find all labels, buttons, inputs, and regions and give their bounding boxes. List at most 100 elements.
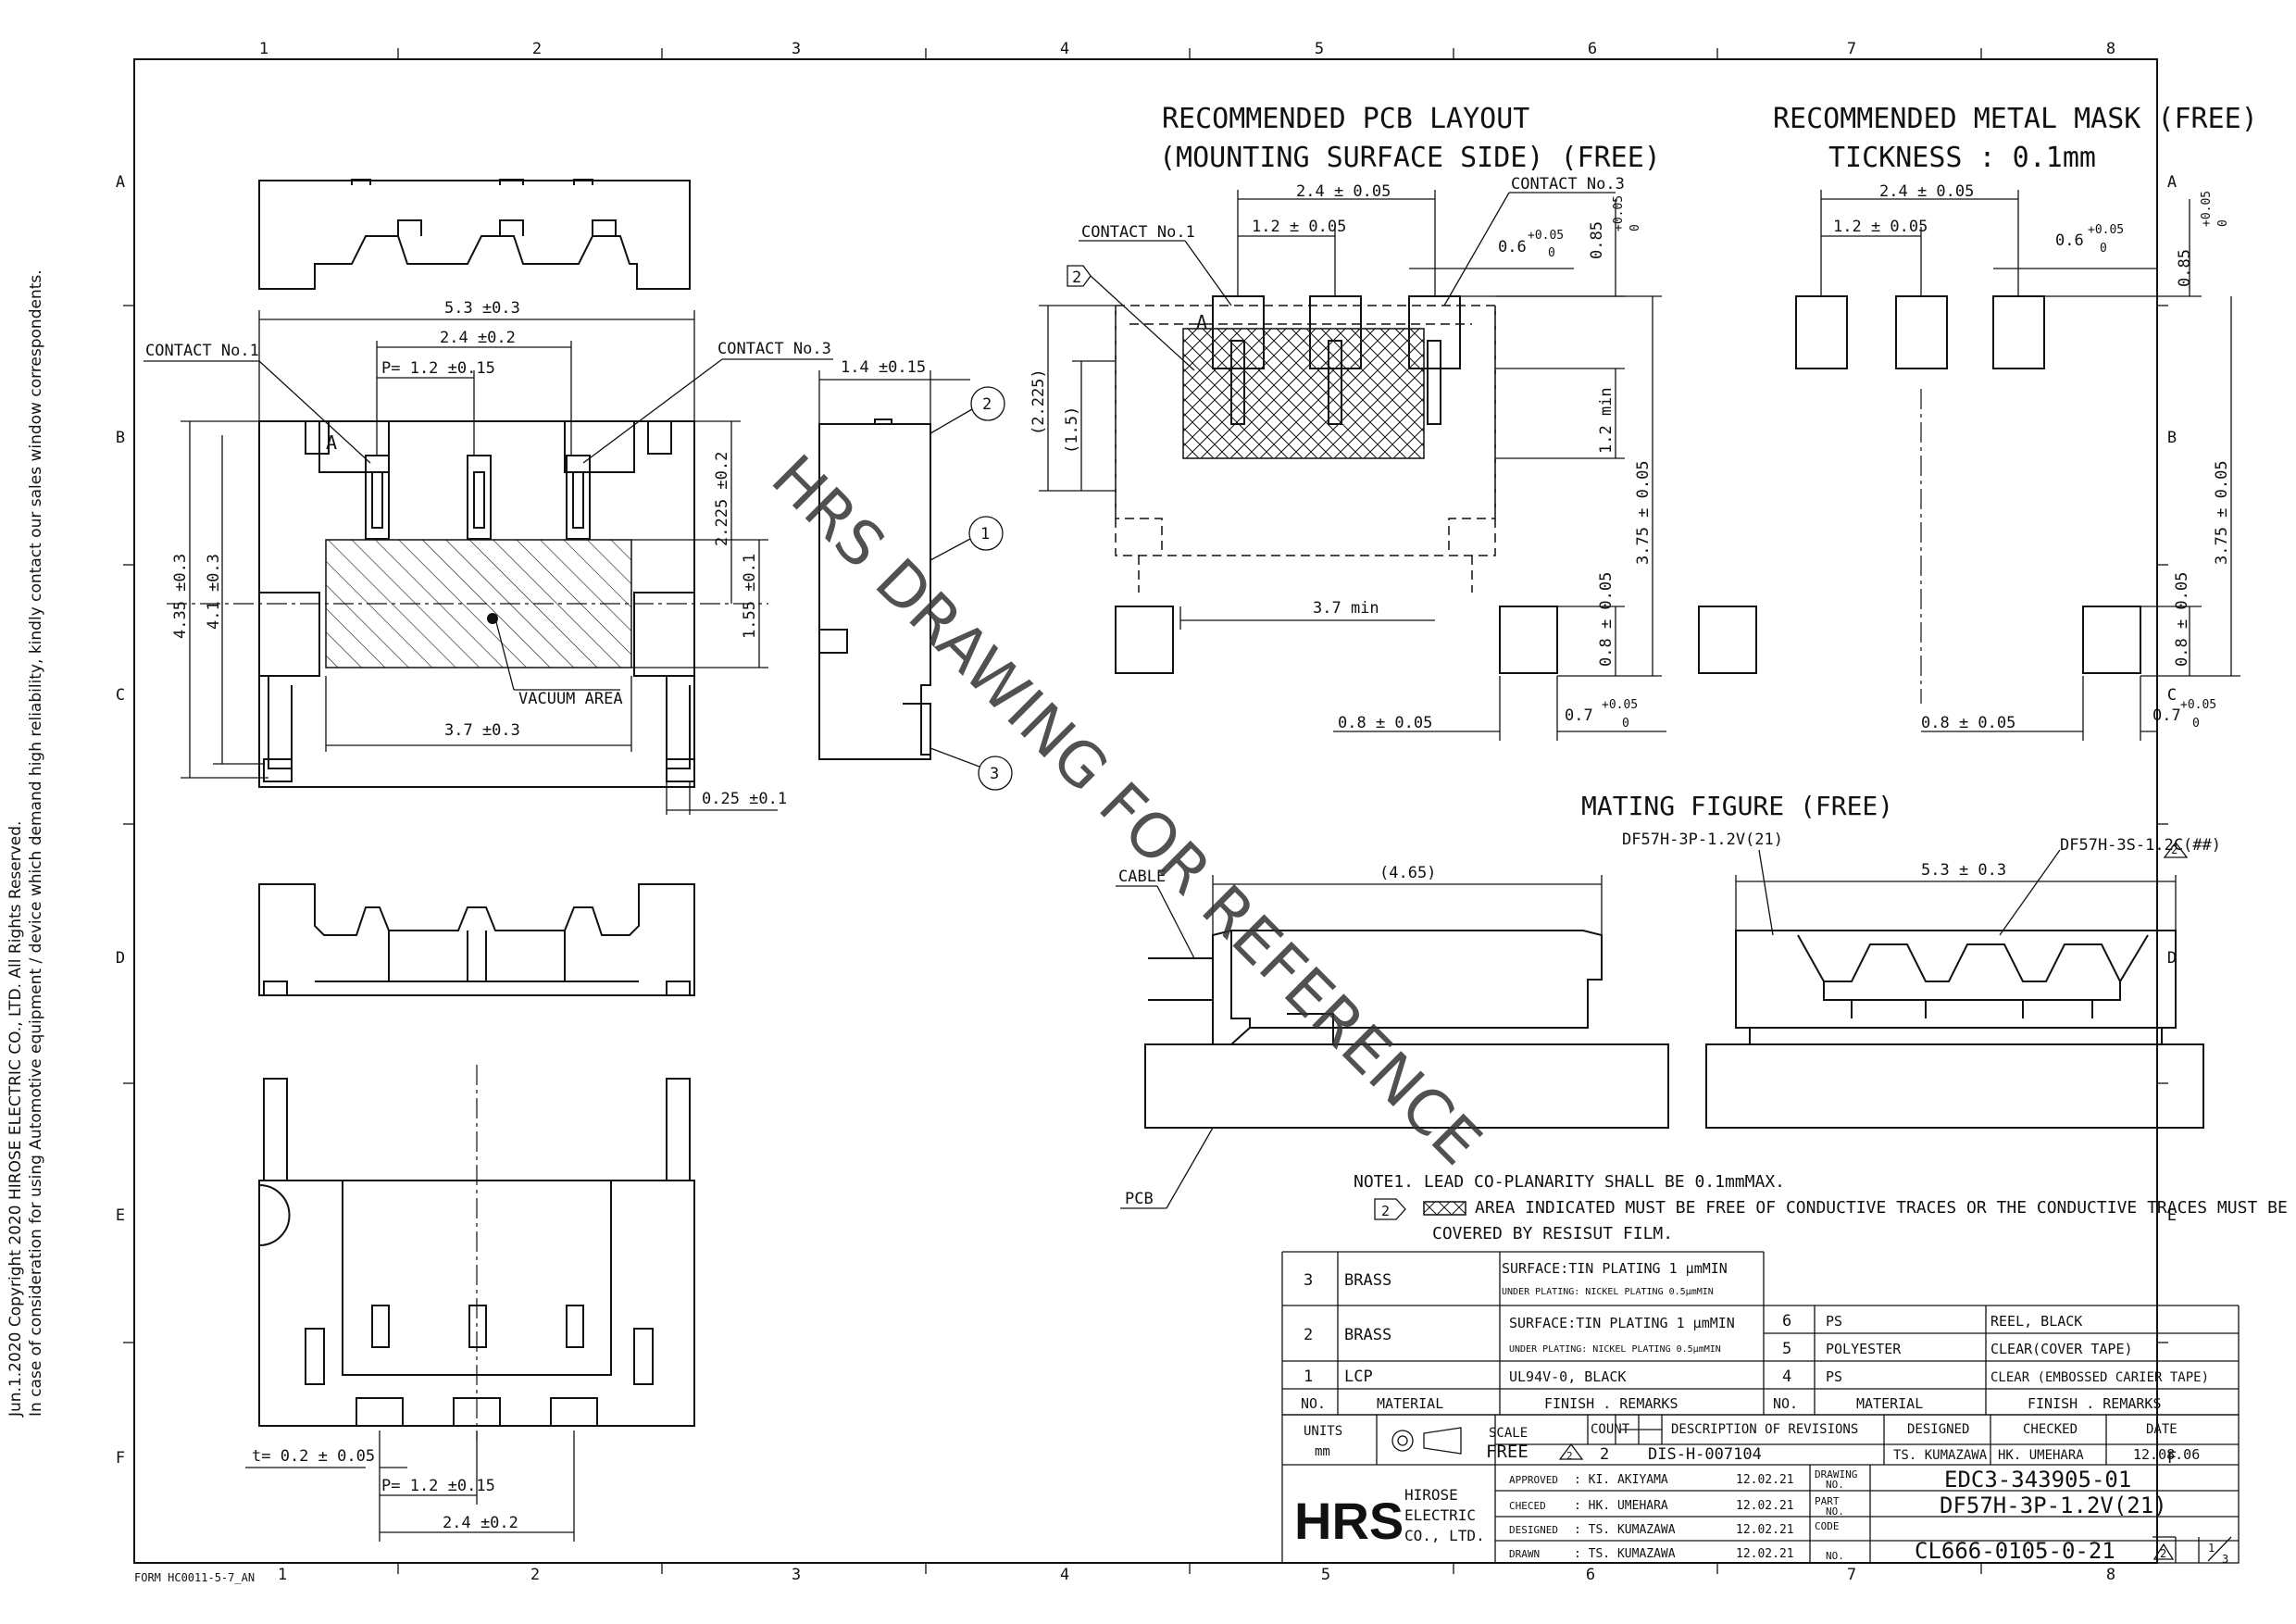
vacuum-center-dot — [487, 613, 498, 624]
mask-dim-1-2: 1.2 ± 0.05 — [1833, 218, 1928, 236]
company-line3: CO., LTD. — [1404, 1527, 1485, 1544]
bom-no: 2 — [1304, 1326, 1313, 1344]
sheet-num: 1 — [2208, 1542, 2215, 1555]
mating-dim-4-65: (4.65) — [1379, 864, 1436, 882]
revision-desc-value: DIS-H-007104 — [1648, 1445, 1762, 1464]
mask-dim-0-7: 0.7 — [2152, 706, 2181, 725]
column-ticks — [123, 48, 2168, 1574]
units-symbols-icon — [1391, 1427, 1462, 1455]
bom-material: PS — [1826, 1368, 1842, 1385]
sheet-rev: 2 — [2160, 1547, 2166, 1560]
approval-date: 12.02.21 — [1736, 1499, 1794, 1513]
dim-pitch-bottom: P= 1.2 ±0.15 — [381, 1477, 495, 1495]
col-label: 6 — [1588, 40, 1597, 58]
keepout-area — [1182, 328, 1425, 459]
row-label: E — [116, 1206, 125, 1225]
bom-header-no: NO. — [1301, 1395, 1326, 1412]
pcb-dim-3-7min: 3.7 min — [1313, 599, 1379, 618]
mask-dim-2-4: 2.4 ± 0.05 — [1879, 182, 1974, 201]
col-label: 5 — [1321, 1566, 1330, 1584]
col-label: 3 — [792, 1566, 801, 1584]
part-no: DF57H-3P-1.2V(21) — [1940, 1493, 2167, 1518]
checked-value: HK. UMEHARA — [1998, 1448, 2084, 1463]
company-line2: ELECTRIC — [1404, 1506, 1476, 1524]
pcb-tol-0-7b: 0 — [1622, 717, 1629, 731]
side-notice: Jun.1.2020 Copyright 2020 HIROSE ELECTRI… — [6, 269, 45, 1418]
bom-no: 1 — [1304, 1368, 1313, 1386]
code-no: CL666-0105-0-21 — [1915, 1538, 2115, 1564]
pcb-dim-0-85: 0.85 — [1588, 221, 1606, 259]
bom-finish: CLEAR (EMBOSSED CARIER TAPE) — [1990, 1370, 2209, 1385]
code-no-label: CODE — [1815, 1520, 1840, 1532]
scale-label: SCALE — [1489, 1426, 1528, 1441]
note2-flag-icon — [1374, 1198, 1406, 1220]
rev-triangle-icon — [2152, 1543, 2175, 1560]
mask-dim-0-8v: 0.8 ± 0.05 — [2173, 572, 2191, 667]
bom-header-material: MATERIAL — [1856, 1395, 1923, 1412]
mating-part-left: DF57H-3P-1.2V(21) — [1622, 831, 1783, 849]
bom-material: BRASS — [1344, 1326, 1391, 1344]
approval-date: 12.02.21 — [1736, 1523, 1794, 1537]
watermark: HRS DRAWING FOR REFERENCE — [758, 442, 1495, 1179]
row-label: A — [116, 173, 125, 192]
part-no-label-2: NO. — [1826, 1505, 1844, 1518]
rev-triangle-icon — [2163, 841, 2189, 858]
approval-role: DESIGNED — [1509, 1524, 1558, 1536]
pcb-tol-0-6b: 0 — [1548, 246, 1555, 260]
callout-3 — [978, 756, 1013, 791]
label-cable: CABLE — [1118, 868, 1166, 886]
bom-finish: CLEAR(COVER TAPE) — [1990, 1341, 2133, 1357]
pcb-tol-0-7: +0.05 — [1602, 698, 1638, 712]
dim-5-3: 5.3 ±0.3 — [444, 299, 520, 318]
designed-label: DESIGNED — [1907, 1422, 1969, 1437]
bom-finish-sub: UNDER PLATING: NICKEL PLATING 0.5μmMIN — [1502, 1287, 1714, 1297]
approval-role: DRAWN — [1509, 1548, 1540, 1560]
pcb-dim-1-2: 1.2 ± 0.05 — [1252, 218, 1346, 236]
metal-mask-title: RECOMMENDED METAL MASK (FREE) — [1773, 103, 2258, 135]
pcb-tol-0-85: +0.05 — [1612, 195, 1626, 231]
col-label: 8 — [2106, 40, 2115, 58]
front-view — [258, 883, 695, 996]
bottom-view: t= 0.2 ± 0.05 P= 1.2 ±0.15 2.4 ±0.2 — [245, 1065, 695, 1542]
bom-no: 6 — [1782, 1312, 1791, 1330]
marker-a: A — [326, 431, 337, 454]
callout-2-label: 2 — [982, 395, 992, 414]
date-value: 12.08.06 — [2133, 1446, 2200, 1463]
bom-header-material: MATERIAL — [1377, 1395, 1443, 1412]
pcb-contact1: CONTACT No.1 — [1081, 223, 1195, 242]
dim-1-4: 1.4 ±0.15 — [841, 358, 926, 377]
mating-figure: MATING FIGURE (FREE) DF57H-3P-1.2V(21) D… — [1116, 791, 2221, 1209]
main-view: 5.3 ±0.3 2.4 ±0.2 P= 1.2 ±0.15 CONTACT N… — [144, 299, 833, 815]
metal-mask-thickness: TICKNESS : 0.1mm — [1828, 142, 2096, 174]
bom-material: BRASS — [1344, 1271, 1391, 1290]
bom-material: POLYESTER — [1826, 1341, 1902, 1357]
row-label: C — [2167, 686, 2177, 705]
note2-line1: AREA INDICATED MUST BE FREE OF CONDUCTIV… — [1475, 1198, 2288, 1218]
dim-2-4-bottom: 2.4 ±0.2 — [443, 1514, 518, 1532]
side-view: 1.4 ±0.15 2 1 3 — [818, 358, 1013, 791]
mask-tol-0-6: +0.05 — [2088, 223, 2124, 237]
dim-2-225: 2.225 ±0.2 — [713, 452, 731, 546]
mask-tol-0-85b: 0 — [2216, 219, 2230, 227]
pcb-dim-3-75: 3.75 ± 0.05 — [1634, 460, 1653, 565]
pcb-layout-title: RECOMMENDED PCB LAYOUT — [1162, 103, 1529, 135]
sheet-den: 3 — [2222, 1553, 2228, 1566]
mask-tol-0-6b: 0 — [2100, 242, 2107, 256]
mask-tol-0-7: +0.05 — [2180, 698, 2216, 712]
row-label: A — [2167, 173, 2177, 192]
row-label: F — [2167, 1449, 2177, 1468]
code-no-label-2: NO. — [1826, 1550, 1844, 1562]
label-pcb: PCB — [1125, 1190, 1154, 1208]
callout-3-label: 3 — [990, 765, 999, 783]
dim-1-55: 1.55 ±0.1 — [741, 554, 759, 639]
count-label: COUNT — [1591, 1422, 1630, 1437]
pcb-layout-subtitle: (MOUNTING SURFACE SIDE) (FREE) — [1159, 142, 1661, 174]
col-label: 4 — [1060, 1566, 1069, 1584]
pcb-layout: RECOMMENDED PCB LAYOUT (MOUNTING SURFACE… — [1029, 103, 1666, 741]
hrs-logo: HRS — [1294, 1492, 1404, 1550]
side-notice-line2: In case of consideration for using Autom… — [27, 269, 45, 1417]
form-id: FORM HC0011-5-7_AN — [134, 1571, 255, 1584]
pcb-tol-0-6: +0.05 — [1528, 229, 1564, 243]
note2-marker: 2 — [1381, 1203, 1390, 1219]
pcb-marker-a: A — [1196, 311, 1207, 333]
